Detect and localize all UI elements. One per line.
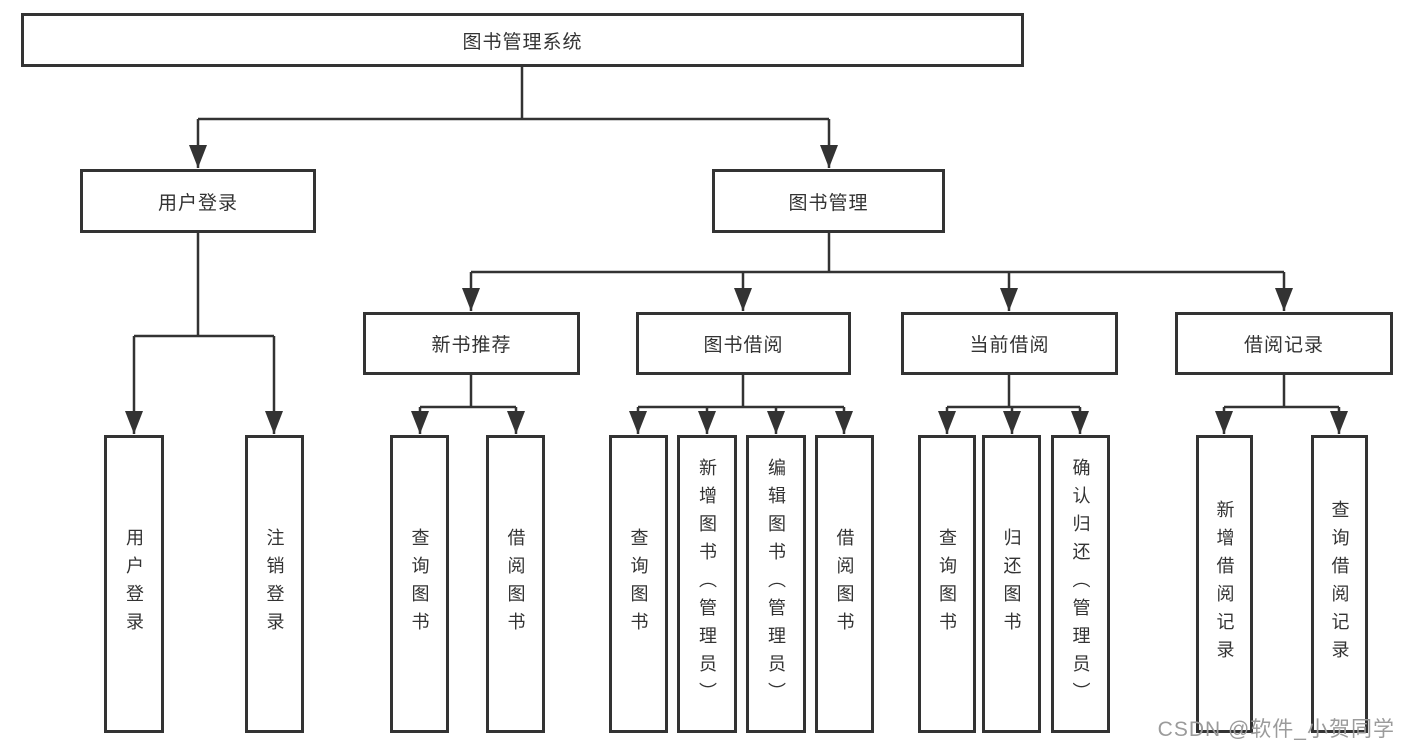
node-label: 借阅图书 [505, 528, 526, 640]
node-label: 查询借阅记录 [1329, 500, 1350, 668]
node-label: 用户登录 [157, 192, 238, 214]
node-user-login: 用户登录 [80, 169, 316, 233]
node-label: 归还图书 [1001, 528, 1022, 640]
leaf-borrow-books-recommend: 借阅图书 [486, 435, 545, 733]
node-label: 借阅记录 [1243, 335, 1324, 356]
leaf-query-borrow-record: 查询借阅记录 [1311, 435, 1368, 733]
node-label: 新增图书（管理员） [697, 458, 717, 710]
leaf-borrow-books: 借阅图书 [815, 435, 874, 733]
node-label: 查询图书 [937, 528, 957, 640]
node-borrowing-records: 借阅记录 [1175, 312, 1393, 375]
csdn-watermark: CSDN @软件_小贺同学 [1157, 718, 1395, 741]
leaf-return-books: 归还图书 [982, 435, 1041, 733]
node-label: 用户登录 [124, 528, 144, 640]
leaf-user-login: 用户登录 [104, 435, 164, 733]
leaf-edit-books-admin: 编辑图书（管理员） [746, 435, 806, 733]
leaf-logout: 注销登录 [245, 435, 304, 733]
node-label: 图书管理 [788, 192, 869, 214]
node-label: 当前借阅 [969, 335, 1050, 356]
node-library-management-system: 图书管理系统 [21, 13, 1024, 67]
node-label: 注销登录 [264, 528, 285, 640]
leaf-query-books-current: 查询图书 [918, 435, 976, 733]
node-current-borrowing: 当前借阅 [901, 312, 1118, 375]
node-label: 查询图书 [628, 528, 649, 640]
leaf-add-borrow-record: 新增借阅记录 [1196, 435, 1253, 733]
leaf-confirm-return-admin: 确认归还（管理员） [1051, 435, 1110, 733]
node-label: 借阅图书 [834, 528, 855, 640]
node-label: 新增借阅记录 [1214, 500, 1235, 668]
node-label: 新书推荐 [431, 335, 512, 356]
node-book-management: 图书管理 [712, 169, 945, 233]
leaf-query-books-recommend: 查询图书 [390, 435, 449, 733]
node-new-book-recommendation: 新书推荐 [363, 312, 580, 375]
node-label: 编辑图书（管理员） [766, 458, 786, 710]
node-label: 确认归还（管理员） [1070, 458, 1091, 710]
node-label: 图书管理系统 [462, 31, 583, 53]
leaf-add-books-admin: 新增图书（管理员） [677, 435, 737, 733]
node-label: 查询图书 [409, 528, 430, 640]
node-book-borrowing: 图书借阅 [636, 312, 851, 375]
leaf-query-books-borrow: 查询图书 [609, 435, 668, 733]
node-label: 图书借阅 [703, 335, 784, 356]
